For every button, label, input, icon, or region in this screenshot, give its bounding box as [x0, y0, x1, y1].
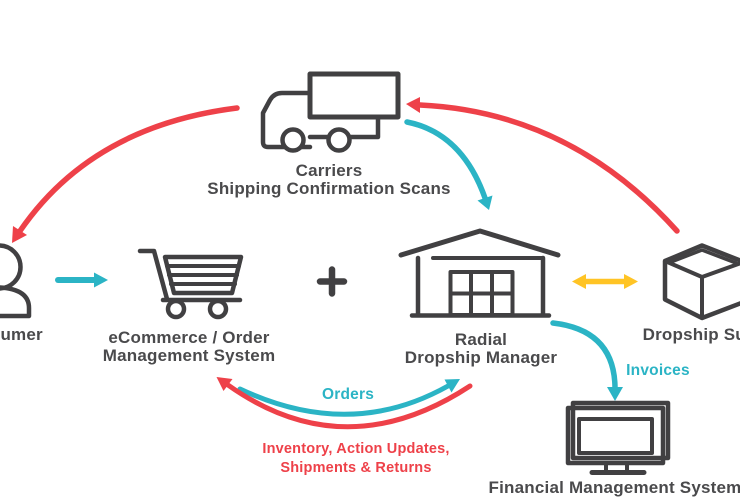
arrow-orders	[237, 379, 460, 417]
arrow-consumer-to-ecommerce	[55, 272, 108, 288]
arrow-radial-supplier-bidirectional	[572, 274, 638, 289]
radial-label-line2: Dropship Manager	[404, 348, 558, 367]
person-icon	[0, 243, 32, 319]
supplier-label: Dropship Supplier	[642, 325, 740, 344]
arrow-inventory-returns	[216, 377, 473, 430]
shopping-cart-icon	[137, 248, 244, 320]
monitor-icon	[565, 400, 671, 475]
radial-label-line1: Radial	[454, 330, 508, 349]
inventory-flow-label-line2: Shipments & Returns	[280, 460, 432, 476]
inventory-flow-label: Inventory, Action Updates, Shipments & R…	[262, 440, 449, 478]
financial-label: Financial Management System	[488, 478, 740, 497]
invoices-flow-label: Invoices	[626, 362, 690, 379]
warehouse-icon	[398, 228, 561, 318]
plus-icon	[316, 266, 348, 297]
arrow-invoices	[550, 320, 623, 401]
ecommerce-label-line2: Management System	[102, 346, 276, 365]
open-box-icon	[662, 243, 740, 321]
orders-flow-label: Orders	[321, 386, 375, 403]
inventory-flow-label-line1: Inventory, Action Updates,	[262, 441, 450, 457]
carriers-label: Carriers Shipping Confirmation Scans	[207, 162, 450, 198]
arrow-truck-to-consumer	[12, 105, 240, 243]
truck-icon	[260, 71, 401, 153]
radial-label: Radial Dropship Manager	[405, 331, 557, 367]
arrow-truck-to-warehouse	[404, 119, 493, 210]
ecommerce-label-line1: eCommerce / Order	[108, 328, 270, 347]
consumer-label: Consumer	[0, 325, 43, 344]
carriers-label-line1: Carriers	[295, 161, 363, 180]
carriers-label-line2: Shipping Confirmation Scans	[207, 179, 451, 198]
arrow-supplier-to-truck	[406, 97, 680, 234]
ecommerce-label: eCommerce / Order Management System	[103, 329, 276, 365]
